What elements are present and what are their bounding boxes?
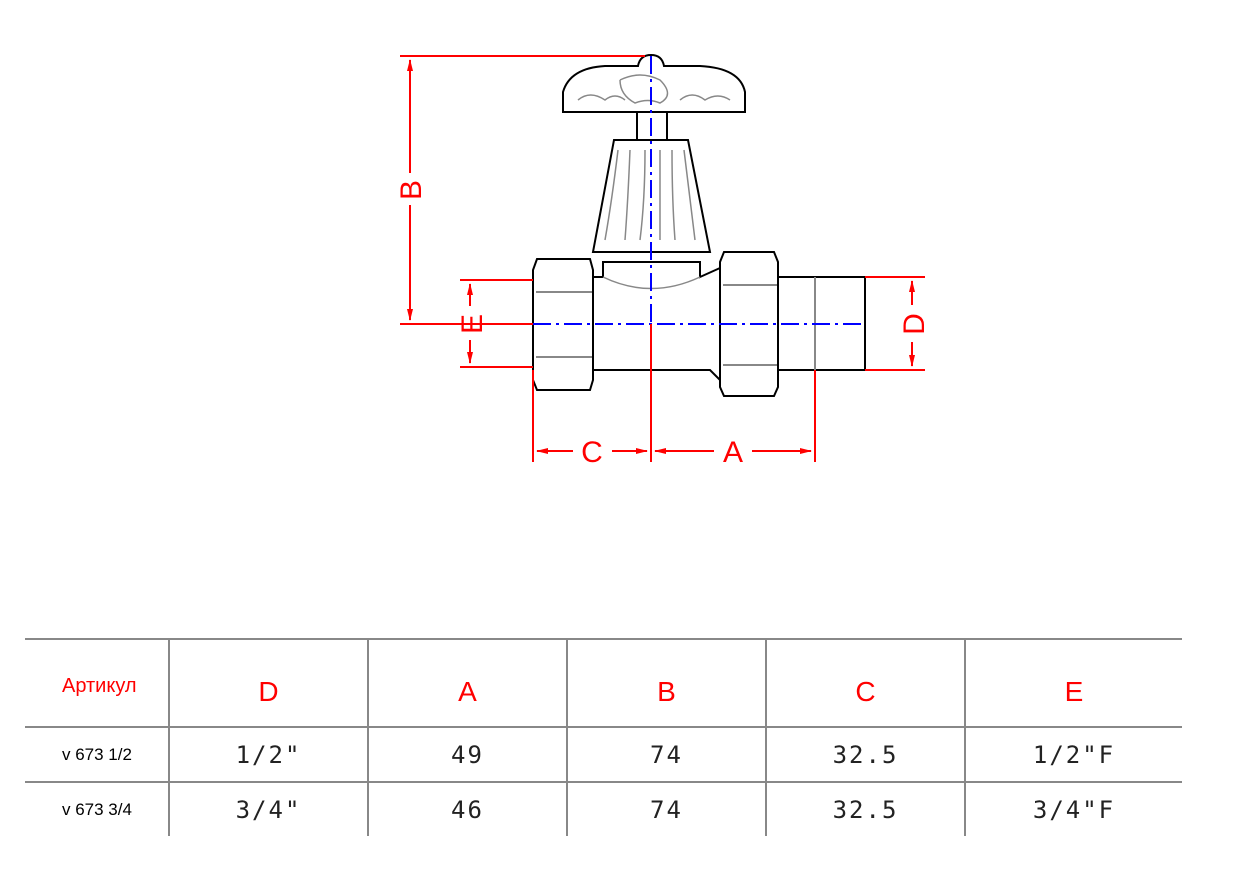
- dimensions-table: Артикул D A B C E v 673 1/2 1/2" 49 74 3…: [25, 638, 1182, 836]
- valve-body: [532, 53, 866, 397]
- cell-d: 3/4": [168, 781, 368, 836]
- cell-article: v 673 3/4: [25, 781, 169, 836]
- table-row: v 673 1/2 1/2" 49 74 32.5 1/2"F: [25, 726, 1182, 782]
- dimension-label-a: A: [723, 436, 743, 469]
- header-c: C: [765, 638, 965, 727]
- cell-d: 1/2": [168, 726, 368, 782]
- dimension-label-c: C: [581, 436, 603, 469]
- centerlines: [533, 56, 865, 325]
- cell-b: 74: [566, 781, 766, 836]
- dimension-label-b: B: [395, 180, 428, 200]
- cell-a: 46: [367, 781, 567, 836]
- dimension-lines: [400, 55, 925, 462]
- header-e: E: [964, 638, 1182, 727]
- cell-article: v 673 1/2: [25, 726, 169, 782]
- cell-e: 1/2"F: [964, 726, 1182, 782]
- header-d: D: [168, 638, 368, 727]
- cell-b: 74: [566, 726, 766, 782]
- valve-technical-drawing: B E D C A: [395, 53, 931, 469]
- dimension-label-e: E: [456, 314, 489, 334]
- header-b: B: [566, 638, 766, 727]
- cell-a: 49: [367, 726, 567, 782]
- header-a: A: [367, 638, 567, 727]
- table-row: v 673 3/4 3/4" 46 74 32.5 3/4"F: [25, 781, 1182, 836]
- header-article: Артикул: [25, 638, 169, 727]
- table-header-row: Артикул D A B C E: [25, 638, 1182, 727]
- cell-c: 32.5: [765, 726, 965, 782]
- dimension-label-d: D: [898, 313, 931, 335]
- cell-e: 3/4"F: [964, 781, 1182, 836]
- cell-c: 32.5: [765, 781, 965, 836]
